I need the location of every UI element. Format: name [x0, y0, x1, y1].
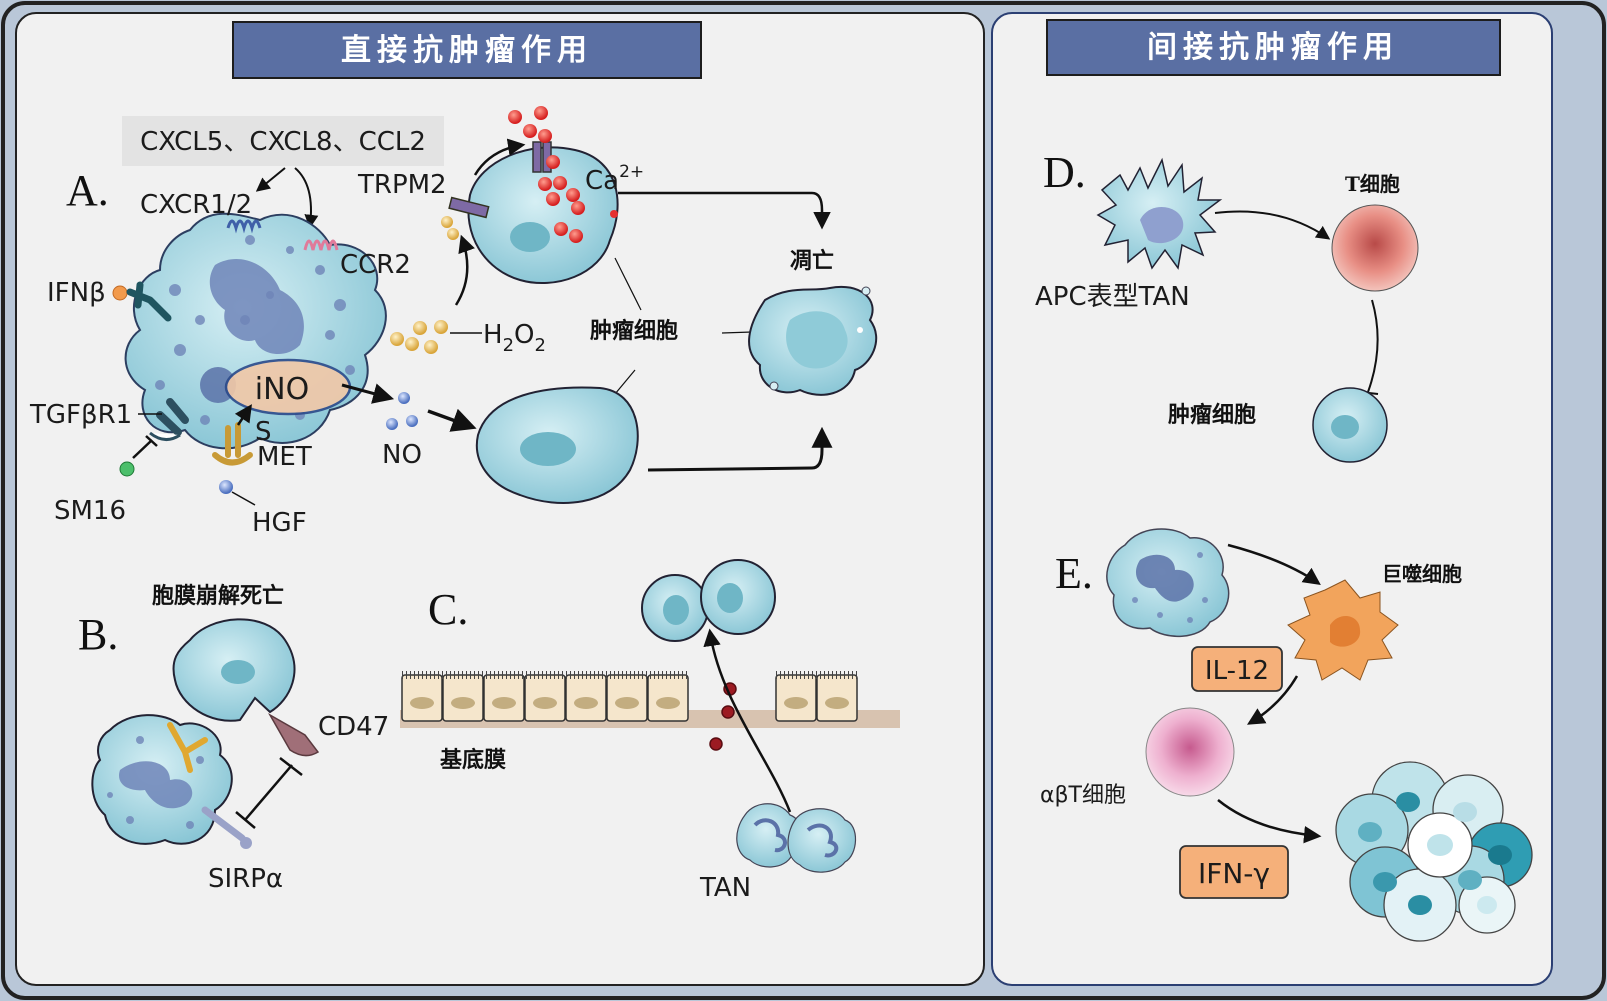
ab-tcell: [1145, 707, 1235, 797]
neutrophil-a-nucleus: [209, 259, 304, 355]
hgf-ligand: [219, 480, 233, 494]
tan-cells: [736, 803, 857, 873]
letter-b: B.: [78, 610, 118, 659]
chemokine-label: CXCL5、CXCL8、CCL2: [140, 127, 426, 157]
h2o2-molecules: [390, 320, 448, 354]
tumor-cell-label-a: 肿瘤细胞: [590, 318, 678, 344]
right-title-box: [1046, 19, 1501, 76]
tumor-cell-top-nucleus: [510, 222, 550, 252]
il12-label: IL-12: [1205, 656, 1269, 686]
ca-channel: [532, 141, 542, 173]
red-particles: [709, 682, 737, 751]
tcell-label: T细胞: [1345, 172, 1400, 196]
antibody: [167, 722, 208, 773]
sm16-ligand: [119, 461, 135, 477]
macrophage-label: 巨噬细胞: [1382, 562, 1462, 586]
apc-label: APC表型TAN: [1035, 282, 1190, 312]
basement-label: 基底膜: [440, 747, 506, 773]
granules-a: [155, 235, 355, 425]
met-label: MET: [257, 442, 312, 472]
ccr2-receptor: [303, 239, 339, 251]
ccr2-label: CCR2: [340, 250, 411, 280]
chemokine-box: [122, 116, 444, 166]
cd47-label: CD47: [318, 712, 389, 742]
trpm2-label: TRPM2: [357, 170, 447, 200]
left-title-box: [232, 21, 702, 79]
tumor-cell-label-d: 肿瘤细胞: [1168, 402, 1256, 428]
epithelium: [401, 674, 858, 722]
left-title: 直接抗肿瘤作用: [341, 33, 593, 68]
cd47-receptor: [267, 712, 320, 757]
h2o2-near-trpm2: [441, 216, 459, 240]
tcell-d: [1331, 204, 1419, 292]
sirpa-label: SIRPα: [208, 864, 283, 894]
right-title: 间接抗肿瘤作用: [1147, 30, 1399, 65]
tumor-cluster-nuclei: [1358, 792, 1512, 915]
s-label: S: [255, 417, 272, 447]
sirpa-receptor: [201, 806, 246, 842]
cxcr-label: CXCR1/2: [140, 190, 252, 220]
sm16-label: SM16: [54, 496, 126, 526]
letter-a: A.: [66, 166, 109, 215]
met-receptor: [212, 422, 253, 466]
cxcr-receptor: [226, 219, 262, 234]
letter-e: E.: [1055, 549, 1093, 598]
lysis-title: 胞膜崩解死亡: [152, 583, 284, 609]
no-molecules: [386, 392, 418, 430]
ca-label: Ca2+: [585, 162, 644, 196]
tumor-cell-bottom-nucleus: [520, 432, 576, 466]
calcium-ions: [508, 106, 585, 243]
letter-c: C.: [428, 585, 468, 634]
ino-label: iNO: [255, 372, 309, 407]
tan-label: TAN: [699, 873, 751, 903]
no-label: NO: [382, 440, 422, 470]
hgf-label: HGF: [252, 508, 307, 538]
ifng-label: IFN-γ: [1198, 857, 1270, 890]
letter-d: D.: [1043, 148, 1086, 197]
il12-tag: [1191, 646, 1283, 692]
abt-label: αβT细胞: [1040, 783, 1126, 808]
tgfbr1-label: TGFβR1: [29, 400, 132, 430]
ifnb-ligand: [112, 285, 128, 301]
ifnb-receptor: [126, 281, 172, 322]
tumor-cell-top: [467, 146, 619, 285]
h2o2-label: H2O2: [483, 320, 546, 356]
apoptosis-label: 凋亡: [790, 248, 834, 274]
tgfbr1-receptor: [156, 398, 189, 436]
ifnb-label: IFNβ: [47, 278, 106, 308]
trpm2-channel: [448, 196, 490, 219]
ifng-tag: [1179, 845, 1289, 899]
